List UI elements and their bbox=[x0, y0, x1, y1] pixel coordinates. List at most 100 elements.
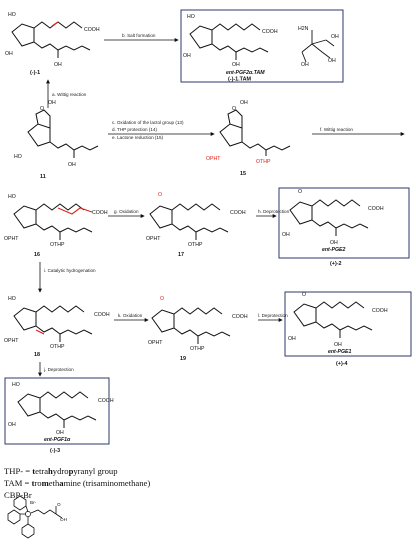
legend-bold: h bbox=[48, 466, 53, 476]
compound-label: 16 bbox=[34, 252, 40, 258]
othp-label: OTHP bbox=[188, 242, 203, 248]
compound-label: 19 bbox=[180, 356, 186, 362]
compound-label: (+)-4 bbox=[336, 361, 348, 367]
compound-label: 11 bbox=[40, 174, 46, 180]
oh-label: OH bbox=[5, 51, 13, 57]
step-b-label: b. Salt formation bbox=[122, 33, 156, 38]
othp-label: OTHP bbox=[256, 159, 271, 165]
step-i-label: i. Catalytic hydrogenation bbox=[44, 268, 96, 273]
legend-cbp: CBP-Br bbox=[4, 490, 32, 500]
othp-label: OTHP bbox=[190, 346, 205, 352]
cooh-label: COOH bbox=[98, 398, 114, 404]
legend-text: etra bbox=[35, 466, 49, 476]
othp-label: OTHP bbox=[50, 242, 65, 248]
product-box-2 bbox=[278, 187, 410, 259]
o-label: O bbox=[160, 296, 164, 302]
legend-tam: TAM = tromethamine (trisaminomethane) bbox=[4, 478, 150, 488]
h2n-label: H2N bbox=[298, 26, 309, 32]
product-box-4 bbox=[284, 291, 412, 357]
cbp-br-structure: O OH Br- bbox=[7, 495, 67, 539]
opht-label: OPHT bbox=[4, 338, 19, 344]
legend-bold: a bbox=[59, 478, 64, 488]
step-h-label: h. Deprotection bbox=[258, 209, 290, 214]
oh-label: OH bbox=[8, 422, 16, 428]
oh-label: OH bbox=[48, 100, 56, 106]
ho-label: HO bbox=[8, 194, 16, 200]
compound-17: O COOH OPHT OTHP 17 bbox=[146, 192, 246, 258]
oh-label: OH bbox=[232, 62, 240, 68]
legend-text: eth bbox=[48, 478, 60, 488]
o-label: O bbox=[40, 106, 44, 112]
oh-label: OH bbox=[330, 240, 338, 246]
oh-label: OH bbox=[56, 430, 64, 436]
step-f-label: f. Wittig reaction bbox=[320, 127, 353, 132]
step-e-label: e. Lactone reduction (15) bbox=[112, 135, 164, 140]
compound-16: HO COOH OPHT OTHP 16 bbox=[4, 194, 108, 258]
cooh-label: COOH bbox=[262, 29, 278, 35]
compound-2: O COOH OH OH ent-PGE2 bbox=[282, 189, 384, 253]
ho-label: HO bbox=[8, 296, 16, 302]
oh-label: OH bbox=[301, 62, 309, 68]
oh-label: OH bbox=[282, 232, 290, 238]
oh-label: OH bbox=[54, 62, 62, 68]
compound-label: (+)-2 bbox=[330, 261, 342, 267]
legend-bold: m bbox=[41, 478, 49, 488]
step-d-label: d. THP protection (14) bbox=[112, 127, 157, 132]
oh-label: OH bbox=[240, 100, 248, 106]
opht-label: OPHT bbox=[4, 236, 19, 242]
cooh-label: COOH bbox=[230, 210, 246, 216]
compound-1: HO OH COOH OH (-)-1 bbox=[5, 12, 100, 76]
oh-label: OH bbox=[60, 517, 67, 522]
compound-label: 18 bbox=[34, 352, 40, 358]
othp-label: OTHP bbox=[50, 344, 65, 350]
legend-bold: t bbox=[32, 466, 36, 476]
compound-label: 17 bbox=[178, 252, 184, 258]
compound-label: (-)-1.TAM bbox=[228, 77, 251, 83]
cooh-label: COOH bbox=[94, 312, 110, 318]
o-label: O bbox=[57, 502, 61, 507]
compound-11: O OH HO OH 11 bbox=[14, 100, 99, 180]
ho-label: HO bbox=[14, 154, 22, 160]
br-label: Br- bbox=[30, 500, 37, 505]
oh-label: OH bbox=[68, 162, 76, 168]
cooh-label: COOH bbox=[84, 27, 100, 33]
compound-1tam: HO OH COOH OH ent-PGF2α.TAM (-)-1.TAM bbox=[183, 14, 278, 83]
step-g-label: g. Oxidation bbox=[114, 209, 139, 214]
compound-18: HO COOH OPHT OTHP 18 bbox=[4, 296, 110, 358]
compound-19: O COOH OPHT OTHP 19 bbox=[148, 296, 248, 362]
cooh-label: COOH bbox=[372, 308, 388, 314]
compound-label: 15 bbox=[240, 171, 246, 177]
cooh-label: COOH bbox=[232, 314, 248, 320]
step-j-label: j. Deprotection bbox=[43, 367, 74, 372]
oh-label: OH bbox=[328, 58, 336, 64]
legend-bold: t bbox=[31, 478, 35, 488]
o-label: O bbox=[232, 106, 236, 112]
step-c-label: c. Oxidation of the lactol group (13) bbox=[112, 120, 184, 125]
opht-label: OPHT bbox=[206, 156, 221, 162]
product-box-1tam bbox=[180, 9, 344, 83]
compound-label: (-)-3 bbox=[50, 448, 60, 454]
oh-label: OH bbox=[334, 342, 342, 348]
legend-text: TAM = bbox=[4, 478, 32, 488]
legend-text: ydro bbox=[52, 466, 69, 476]
oh-label: OH bbox=[183, 53, 191, 59]
legend-text: ro bbox=[34, 478, 42, 488]
opht-label: OPHT bbox=[146, 236, 161, 242]
o-label: O bbox=[298, 189, 302, 195]
legend-thp: THP- = tetrahydropyranyl group bbox=[4, 466, 118, 476]
ho-label: HO bbox=[8, 12, 16, 18]
oh-label: OH bbox=[331, 34, 339, 40]
compound-name: ent-PGF2α.TAM bbox=[226, 70, 265, 76]
compound-label: (-)-1 bbox=[30, 70, 40, 76]
compound-name: ent-PGF1α bbox=[44, 437, 71, 443]
legend-text: mine (trisaminomethane) bbox=[63, 478, 151, 488]
ho-label: HO bbox=[187, 14, 195, 20]
opht-label: OPHT bbox=[148, 340, 163, 346]
legend-text: yranyl group bbox=[73, 466, 118, 476]
compound-15: O OH OPHT OTHP 15 bbox=[206, 100, 291, 177]
cooh-label: COOH bbox=[368, 206, 384, 212]
compound-3: HO COOH OH OH ent-PGF1α bbox=[8, 382, 114, 443]
legend-bold: p bbox=[68, 466, 74, 476]
product-box-3 bbox=[4, 377, 110, 445]
